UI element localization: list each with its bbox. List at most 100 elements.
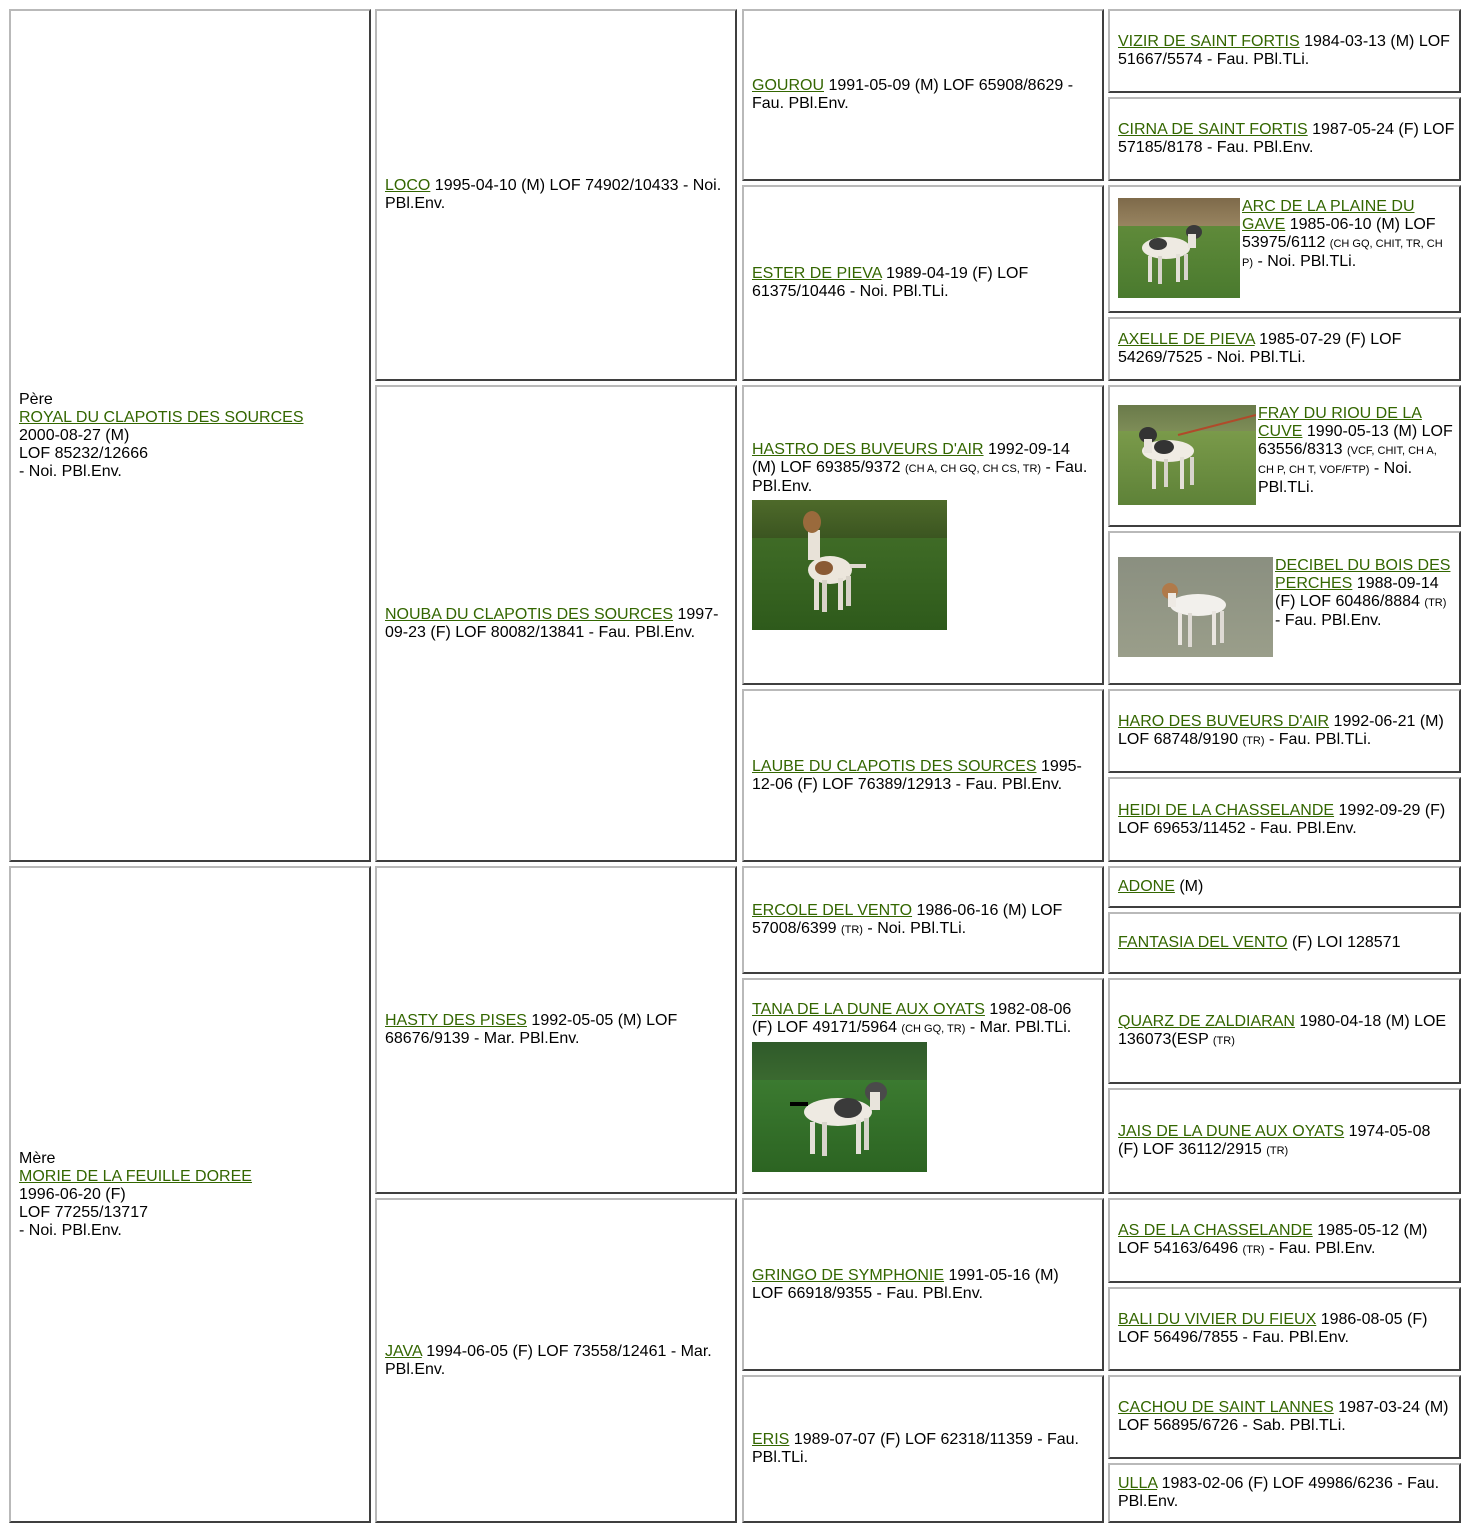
dog-titles: (CH A, CH GQ, CH CS, TR) (904, 462, 1042, 475)
dog-name-link[interactable]: HASTRO DES BUVEURS D'AIR (752, 440, 984, 458)
gen3-cell-ercole: ERCOLE DEL VENTO 1986-06-16 (M) LOF 5700… (742, 866, 1104, 974)
gen4-cell-jais: JAIS DE LA DUNE AUX OYATS 1974-05-08 (F)… (1108, 1088, 1461, 1194)
dog-info: 1991-05-09 (M) LOF 65908/8629 - Fau. PBl… (752, 77, 1074, 112)
dog-info-tail: - Noi. PBl.TLi. (1253, 253, 1357, 270)
dog-name-link[interactable]: ULLA (1118, 1475, 1158, 1492)
dog-titles: (TR) (1266, 1144, 1289, 1157)
dog-name-link[interactable]: TANA DE LA DUNE AUX OYATS (752, 1000, 985, 1018)
gen3-cell-laube: LAUBE DU CLAPOTIS DES SOURCES 1995-12-06… (742, 689, 1104, 862)
dog-info: 1987-05-24 (F) LOF 57185/8178 - Fau. PBl… (1118, 121, 1455, 156)
sire-name-link[interactable]: ROYAL DU CLAPOTIS DES SOURCES (19, 408, 304, 426)
dog-titles: (VCF, CHIT, CH A, CH P, CH T, VOF/FTP) (1258, 445, 1437, 476)
dog-name-link[interactable]: QUARZ DE ZALDIARAN (1118, 1012, 1295, 1030)
dam-name-link[interactable]: MORIE DE LA FEUILLE DOREE (19, 1167, 252, 1185)
dog-titles: (CH GQ, CHIT, TR, CH P) (1242, 238, 1443, 269)
gen4-cell-fray: FRAY DU RIOU DE LA CUVE 1990-05-13 (M) L… (1108, 385, 1461, 527)
dog-info: 1974-05-08 (F) LOF 36112/2915 (1118, 1122, 1431, 1158)
dog-name-link[interactable]: GOUROU (752, 77, 824, 94)
dog-info-tail: - Fau. PBl.TLi. (1264, 730, 1372, 748)
dog-info-tail: - Fau. PBl.Env. (1275, 612, 1382, 629)
dog-photo (752, 499, 947, 630)
dog-name-link[interactable]: HASTY DES PISES (385, 1012, 527, 1029)
dog-info: 1992-06-21 (M) LOF 68748/9190 (1118, 712, 1444, 748)
dog-info: 1986-06-16 (M) LOF 57008/6399 (752, 901, 1063, 937)
gen3-cell-tana: TANA DE LA DUNE AUX OYATS 1982-08-06 (F)… (742, 978, 1104, 1194)
dog-name-link[interactable]: CIRNA DE SAINT FORTIS (1118, 121, 1308, 138)
dog-info: 1994-06-05 (F) LOF 73558/12461 - Mar. PB… (385, 1342, 712, 1378)
sire-line3: - Noi. PBl.Env. (19, 462, 122, 480)
dog-name-link[interactable]: FANTASIA DEL VENTO (1118, 934, 1288, 951)
dog-name-link[interactable]: BALI DU VIVIER DU FIEUX (1118, 1311, 1317, 1328)
dam-cell: Mère MORIE DE LA FEUILLE DOREE 1996-06-2… (9, 866, 371, 1523)
dog-info: 1989-07-07 (F) LOF 62318/11359 - Fau. PB… (752, 1431, 1079, 1466)
dog-name-link[interactable]: FRAY DU RIOU DE LA CUVE (1258, 405, 1422, 440)
gen3-cell-gourou: GOUROU 1991-05-09 (M) LOF 65908/8629 - F… (742, 9, 1104, 181)
dog-name-link[interactable]: ESTER DE PIEVA (752, 265, 882, 282)
dog-photo (752, 1041, 927, 1172)
dog-titles: (TR) (1242, 734, 1265, 747)
sire-line2: LOF 85232/12666 (19, 444, 148, 462)
dog-info-tail: - Noi. PBl.TLi. (862, 919, 967, 937)
dog-info: 1983-02-06 (F) LOF 49986/6236 - Fau. PBl… (1118, 1475, 1440, 1510)
dog-photo (1118, 557, 1273, 657)
gen3-cell-gringo: GRINGO DE SYMPHONIE 1991-05-16 (M) LOF 6… (742, 1198, 1104, 1371)
dog-info-tail: - Noi. PBl.TLi. (1258, 460, 1413, 496)
dam-line2: LOF 77255/13717 (19, 1203, 148, 1221)
dog-name-link[interactable]: HARO DES BUVEURS D'AIR (1118, 712, 1330, 730)
dog-info: 1992-09-14 (M) LOF 69385/9372 (752, 440, 1070, 476)
dog-name-link[interactable]: DECIBEL DU BOIS DES PERCHES (1275, 557, 1451, 592)
gen4-cell-axelle: AXELLE DE PIEVA 1985-07-29 (F) LOF 54269… (1108, 317, 1461, 381)
dog-name-link[interactable]: NOUBA DU CLAPOTIS DES SOURCES (385, 605, 674, 623)
gen3-cell-hastro: HASTRO DES BUVEURS D'AIR 1992-09-14 (M) … (742, 385, 1104, 685)
dog-info: 1985-06-10 (M) LOF 53975/6112 (1242, 216, 1436, 251)
gen4-cell-as: AS DE LA CHASSELANDE 1985-05-12 (M) LOF … (1108, 1198, 1461, 1283)
dog-info: 1992-05-05 (M) LOF 68676/9139 - Mar. PBl… (385, 1012, 678, 1047)
gen4-cell-vizir: VIZIR DE SAINT FORTIS 1984-03-13 (M) LOF… (1108, 9, 1461, 93)
gen4-cell-haro: HARO DES BUVEURS D'AIR 1992-06-21 (M) LO… (1108, 689, 1461, 773)
dog-info: 1985-05-12 (M) LOF 54163/6496 (1118, 1222, 1428, 1257)
gen4-cell-bali: BALI DU VIVIER DU FIEUX 1986-08-05 (F) L… (1108, 1287, 1461, 1371)
gen4-cell-quarz: QUARZ DE ZALDIARAN 1980-04-18 (M) LOE 13… (1108, 978, 1461, 1084)
dog-info-tail: - Fau. PBl.Env. (752, 458, 1088, 495)
dog-name-link[interactable]: ERCOLE DEL VENTO (752, 901, 913, 919)
dog-photo (1118, 198, 1240, 298)
gen2-cell-hasty: HASTY DES PISES 1992-05-05 (M) LOF 68676… (375, 866, 737, 1194)
gen2-cell-nouba: NOUBA DU CLAPOTIS DES SOURCES 1997-09-23… (375, 385, 737, 862)
dog-titles: (CH GQ, TR) (901, 1022, 966, 1035)
gen4-cell-cirna: CIRNA DE SAINT FORTIS 1987-05-24 (F) LOF… (1108, 97, 1461, 181)
dog-name-link[interactable]: ADONE (1118, 878, 1175, 895)
dog-name-link[interactable]: ARC DE LA PLAINE DU GAVE (1242, 198, 1415, 233)
dog-name-link[interactable]: LOCO (385, 177, 431, 194)
dog-titles: (TR) (1242, 1244, 1265, 1256)
dog-name-link[interactable]: LAUBE DU CLAPOTIS DES SOURCES (752, 757, 1037, 775)
dog-name-link[interactable]: JAVA (385, 1342, 422, 1360)
dog-info-tail: - Fau. PBl.Env. (1264, 1240, 1376, 1257)
dog-info: 1989-04-19 (F) LOF 61375/10446 - Noi. PB… (752, 265, 1029, 300)
dog-info: 1991-05-16 (M) LOF 66918/9355 - Fau. PBl… (752, 1266, 1059, 1302)
dog-info: (F) LOI 128571 (1287, 934, 1401, 951)
dog-titles: (TR) (840, 923, 863, 936)
dam-line3: - Noi. PBl.Env. (19, 1221, 122, 1239)
dog-name-link[interactable]: AXELLE DE PIEVA (1118, 331, 1255, 348)
dog-name-link[interactable]: CACHOU DE SAINT LANNES (1118, 1399, 1334, 1416)
dog-name-link[interactable]: HEIDI DE LA CHASSELANDE (1118, 801, 1335, 819)
gen4-cell-decibel: DECIBEL DU BOIS DES PERCHES 1988-09-14 (… (1108, 531, 1461, 685)
gen4-cell-heidi: HEIDI DE LA CHASSELANDE 1992-09-29 (F) L… (1108, 777, 1461, 862)
dog-name-link[interactable]: GRINGO DE SYMPHONIE (752, 1266, 945, 1284)
gen3-cell-ester: ESTER DE PIEVA 1989-04-19 (F) LOF 61375/… (742, 185, 1104, 381)
dog-info: 1987-03-24 (M) LOF 56895/6726 - Sab. PBl… (1118, 1399, 1449, 1434)
dog-name-link[interactable]: AS DE LA CHASSELANDE (1118, 1222, 1313, 1239)
dog-info: 1986-08-05 (F) LOF 56496/7855 - Fau. PBl… (1118, 1311, 1428, 1346)
gen2-cell-loco: LOCO 1995-04-10 (M) LOF 74902/10433 - No… (375, 9, 737, 381)
dog-name-link[interactable]: ERIS (752, 1431, 790, 1448)
dog-name-link[interactable]: JAIS DE LA DUNE AUX OYATS (1118, 1122, 1345, 1140)
sire-cell: Père ROYAL DU CLAPOTIS DES SOURCES 2000-… (9, 9, 371, 862)
dog-info: 1992-09-29 (F) LOF 69653/11452 - Fau. PB… (1118, 801, 1446, 837)
dog-titles: (TR) (1424, 597, 1447, 609)
gen4-cell-arc: ARC DE LA PLAINE DU GAVE 1985-06-10 (M) … (1108, 185, 1461, 313)
dog-info: 1995-04-10 (M) LOF 74902/10433 - Noi. PB… (385, 177, 722, 212)
dog-info: 1985-07-29 (F) LOF 54269/7525 - Noi. PBl… (1118, 331, 1402, 366)
gen2-cell-java: JAVA 1994-06-05 (F) LOF 73558/12461 - Ma… (375, 1198, 737, 1523)
dog-name-link[interactable]: VIZIR DE SAINT FORTIS (1118, 33, 1300, 50)
dog-photo (1118, 405, 1256, 505)
